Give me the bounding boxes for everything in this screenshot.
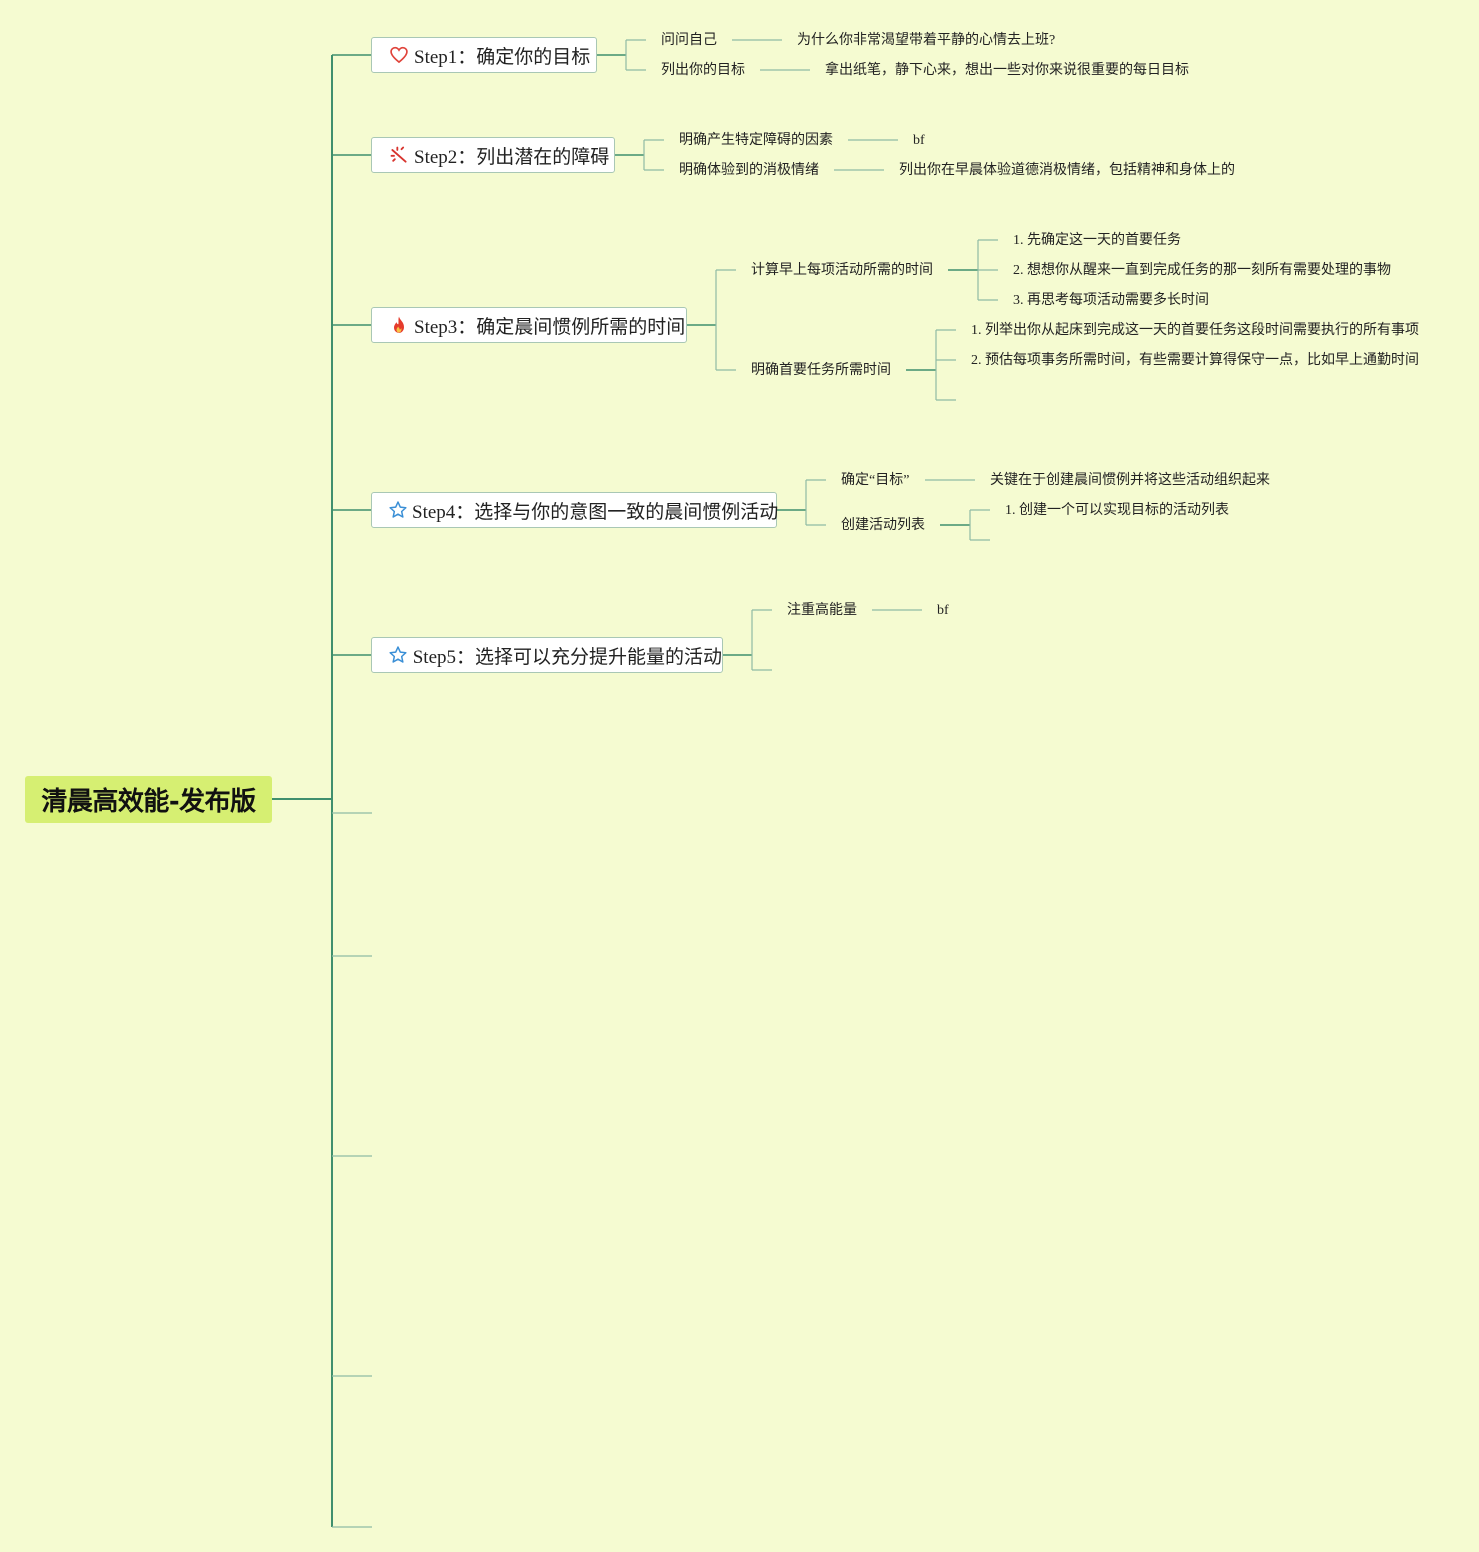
flame-icon (388, 314, 410, 336)
s1-ask-yourself-detail[interactable]: 为什么你非常渴望带着平静的心情去上班? (797, 33, 1056, 48)
root-topic[interactable]: 清晨高效能-发布版 (25, 776, 272, 823)
s3-priority-time-item-2[interactable]: 2. 预估每项事务所需时间，有些需要计算得保守一点，比如早上通勤时间 (971, 353, 1419, 368)
s2-negative-emotions[interactable]: 明确体验到的消极情绪 (679, 163, 819, 178)
s1-list-goals[interactable]: 列出你的目标 (661, 63, 745, 78)
step3-topic[interactable]: Step3：确定晨间惯例所需的时间 (371, 307, 687, 343)
s4-activity-list-item-1[interactable]: 1. 创建一个可以实现目标的活动列表 (1005, 503, 1229, 518)
step1-topic[interactable]: Step1：确定你的目标 (371, 37, 597, 73)
s4-define-goal[interactable]: 确定“目标” (841, 473, 910, 488)
s3-calc-time-item-3[interactable]: 3. 再思考每项活动需要多长时间 (1013, 293, 1209, 308)
s4-define-goal-detail[interactable]: 关键在于创建晨间惯例并将这些活动组织起来 (990, 473, 1270, 488)
s3-calc-time-item-2[interactable]: 2. 想想你从醒来一直到完成任务的那一刻所有需要处理的事物 (1013, 263, 1391, 278)
s4-activity-list[interactable]: 创建活动列表 (841, 518, 925, 533)
s3-calc-time[interactable]: 计算早上每项活动所需的时间 (751, 263, 933, 278)
s2-factors[interactable]: 明确产生特定障碍的因素 (679, 133, 833, 148)
heart-icon (388, 44, 410, 66)
step2-label: Step2：列出潜在的障碍 (414, 146, 610, 168)
s2-negative-emotions-detail[interactable]: 列出你在早晨体验道德消极情绪，包括精神和身体上的 (899, 163, 1235, 178)
s1-ask-yourself[interactable]: 问问自己 (661, 33, 717, 48)
sparkle-icon (388, 144, 410, 166)
star-icon (388, 644, 409, 666)
step2-topic[interactable]: Step2：列出潜在的障碍 (371, 137, 615, 173)
s3-calc-time-item-1[interactable]: 1. 先确定这一天的首要任务 (1013, 233, 1181, 248)
star-icon (388, 499, 408, 521)
s3-priority-time-item-1[interactable]: 1. 列举出你从起床到完成这一天的首要任务这段时间需要执行的所有事项 (971, 323, 1419, 338)
step5-label: Step5：选择可以充分提升能量的活动 (412, 646, 722, 668)
s1-list-goals-detail[interactable]: 拿出纸笔，静下心来，想出一些对你来说很重要的每日目标 (825, 63, 1189, 78)
s5-high-energy-detail[interactable]: bf (937, 603, 949, 618)
step4-topic[interactable]: Step4：选择与你的意图一致的晨间惯例活动 (371, 492, 779, 528)
step3-label: Step3：确定晨间惯例所需的时间 (414, 316, 686, 338)
step4-label: Step4：选择与你的意图一致的晨间惯例活动 (412, 501, 779, 523)
s3-priority-time[interactable]: 明确首要任务所需时间 (751, 363, 891, 378)
s5-high-energy[interactable]: 注重高能量 (787, 603, 857, 618)
s2-factors-detail[interactable]: bf (913, 133, 925, 148)
step5-topic[interactable]: Step5：选择可以充分提升能量的活动 (371, 637, 723, 673)
step1-label: Step1：确定你的目标 (414, 46, 591, 68)
